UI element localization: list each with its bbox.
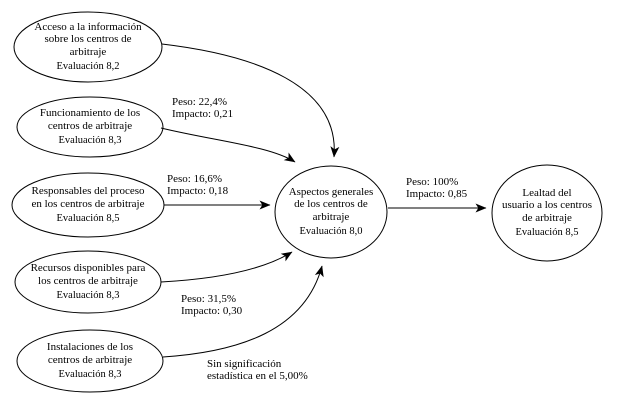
node-evaluation: Evaluación 8,0 xyxy=(299,226,363,238)
edge-label-line: Impacto: 0,21 xyxy=(172,108,234,120)
edge-label-line: estadística en el 5,00% xyxy=(207,370,308,382)
node-instalaciones: Instalaciones de los centros de arbitraj… xyxy=(20,330,160,392)
node-aspectos: Aspectos generales de los centros de arb… xyxy=(276,166,386,258)
node-title: Instalaciones de los centros de arbitraj… xyxy=(46,341,134,366)
node-evaluation: Evaluación 8,3 xyxy=(56,290,120,301)
edge-label-recursos: Peso: 31,5% Impacto: 0,30 xyxy=(181,293,242,317)
edge-arrow-acceso-aspectos xyxy=(161,43,340,158)
edge-label-line: Impacto: 0,85 xyxy=(406,188,468,200)
edge-label-line: Peso: 22,4% xyxy=(172,96,227,108)
node-title: Aspectos generales de los centros de arb… xyxy=(288,185,374,223)
edge-label-line: Peso: 16,6% xyxy=(167,173,222,185)
edge-label-instalaciones: Sin significación estadística en el 5,00… xyxy=(207,358,308,382)
edge-label-line: Sin significación xyxy=(207,358,282,370)
node-title: Responsables del proceso en los centros … xyxy=(31,185,145,210)
node-ellipse-instalaciones xyxy=(16,329,164,393)
edge-label-funcionamiento: Peso: 22,4% Impacto: 0,21 xyxy=(172,96,233,120)
edge-arrow-instalaciones-aspectos xyxy=(162,265,324,358)
node-responsables: Responsables del proceso en los centros … xyxy=(13,173,163,237)
edge-arrow-recursos-aspectos xyxy=(160,251,293,283)
node-evaluation: Evaluación 8,3 xyxy=(58,135,122,146)
edge-label-line: Peso: 31,5% xyxy=(181,293,236,305)
node-acceso: Acceso a la información sobre los centro… xyxy=(18,12,158,82)
node-ellipse-funcionamiento xyxy=(16,96,164,158)
node-lealtad: Lealtad del usuario a los centros de arb… xyxy=(492,165,602,261)
edge-label-line: Impacto: 0,18 xyxy=(167,185,229,197)
edge-label-line: Impacto: 0,30 xyxy=(181,305,243,317)
node-funcionamiento: Funcionamiento de los centros de arbitra… xyxy=(20,97,160,157)
node-evaluation: Evaluación 8,5 xyxy=(515,227,579,239)
edge-arrow-funcionamiento-aspectos xyxy=(160,127,296,163)
node-title: Recursos disponibles para los centros de… xyxy=(30,262,146,287)
node-title: Funcionamiento de los centros de arbitra… xyxy=(39,107,141,132)
node-evaluation: Evaluación 8,3 xyxy=(58,369,122,380)
node-recursos: Recursos disponibles para los centros de… xyxy=(18,251,158,313)
node-evaluation: Evaluación 8,2 xyxy=(56,61,120,73)
node-title: Lealtad del usuario a los centros de arb… xyxy=(501,186,593,224)
edge-label-responsables: Peso: 16,6% Impacto: 0,18 xyxy=(167,173,228,197)
node-evaluation: Evaluación 8,5 xyxy=(56,213,120,224)
edge-label-lealtad: Peso: 100% Impacto: 0,85 xyxy=(406,176,467,200)
edge-label-line: Peso: 100% xyxy=(406,176,459,188)
node-ellipse-aspectos xyxy=(274,165,388,259)
node-ellipse-lealtad xyxy=(491,164,603,262)
node-title: Acceso a la información sobre los centro… xyxy=(34,20,142,58)
node-ellipse-acceso xyxy=(13,11,163,83)
